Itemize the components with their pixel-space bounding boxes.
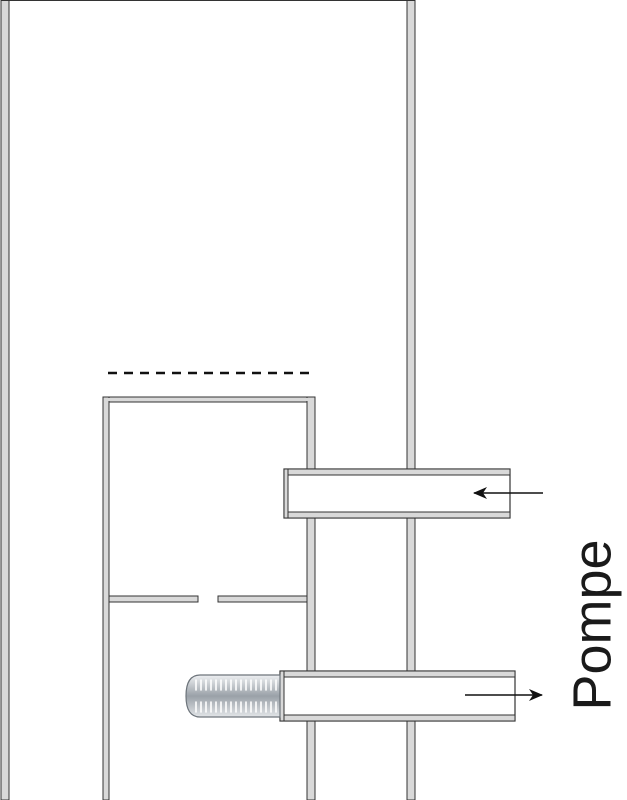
outlet-pipe-bottom-wall xyxy=(279,714,516,722)
inner-top-fill xyxy=(104,398,314,401)
pump-label: Pompe xyxy=(563,520,623,730)
outer-tank xyxy=(0,0,416,800)
outer-tank-right-wall xyxy=(406,0,416,800)
divider-left-segment xyxy=(108,595,199,603)
outlet-pipe-body xyxy=(279,670,516,722)
outlet-pipe-top-wall xyxy=(279,670,516,678)
strainer-slots xyxy=(195,679,277,713)
outlet-pipe xyxy=(279,670,516,722)
inlet-pipe-bottom-wall xyxy=(283,511,511,519)
inlet-pipe-top-wall xyxy=(283,468,511,476)
strainer-icon xyxy=(185,674,281,718)
divider-right-segment xyxy=(217,595,308,603)
divider-plate xyxy=(108,595,308,603)
outer-tank-left-wall xyxy=(0,0,10,800)
pump-label-text: Pompe xyxy=(563,539,624,711)
inner-right-wall xyxy=(306,396,316,800)
inner-left-wall xyxy=(102,396,110,800)
inlet-pipe xyxy=(283,468,511,519)
inlet-pipe-end-wall xyxy=(283,468,289,519)
